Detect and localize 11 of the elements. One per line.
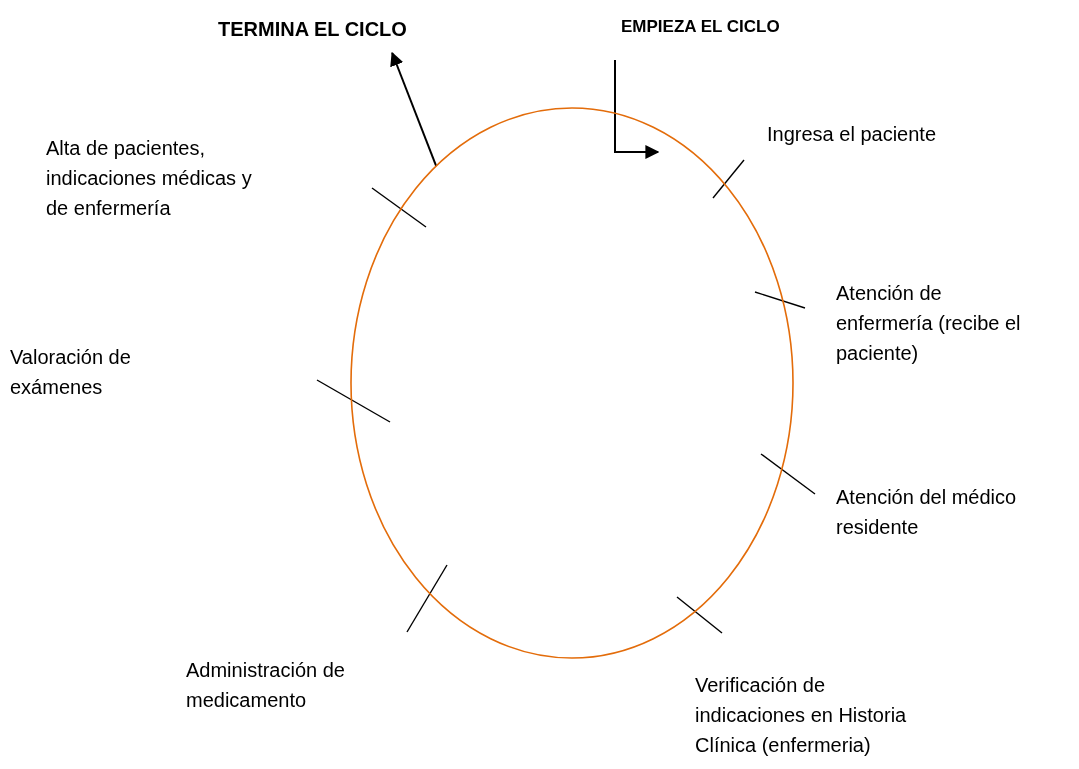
cycle-heading: EMPIEZA EL CICLO <box>621 14 871 40</box>
arrow <box>614 59 660 159</box>
cycle-heading: TERMINA EL CICLO <box>218 14 478 44</box>
step-label: Verificación de indicaciones en Historia Clínica (enfermeria) <box>695 673 908 758</box>
step-label: Administración de medicamento <box>186 658 346 713</box>
step-label: Alta de pacientes, indicaciones médicas y de enfermería <box>46 136 253 221</box>
arrow <box>390 51 438 168</box>
step-label: Atención de enfermería (recibe el paciente) <box>836 281 1021 366</box>
step-label: Ingresa el paciente <box>767 122 937 147</box>
step-label: Atención del médico residente <box>836 485 1018 540</box>
step-label: Valoración de exámenes <box>10 345 132 400</box>
